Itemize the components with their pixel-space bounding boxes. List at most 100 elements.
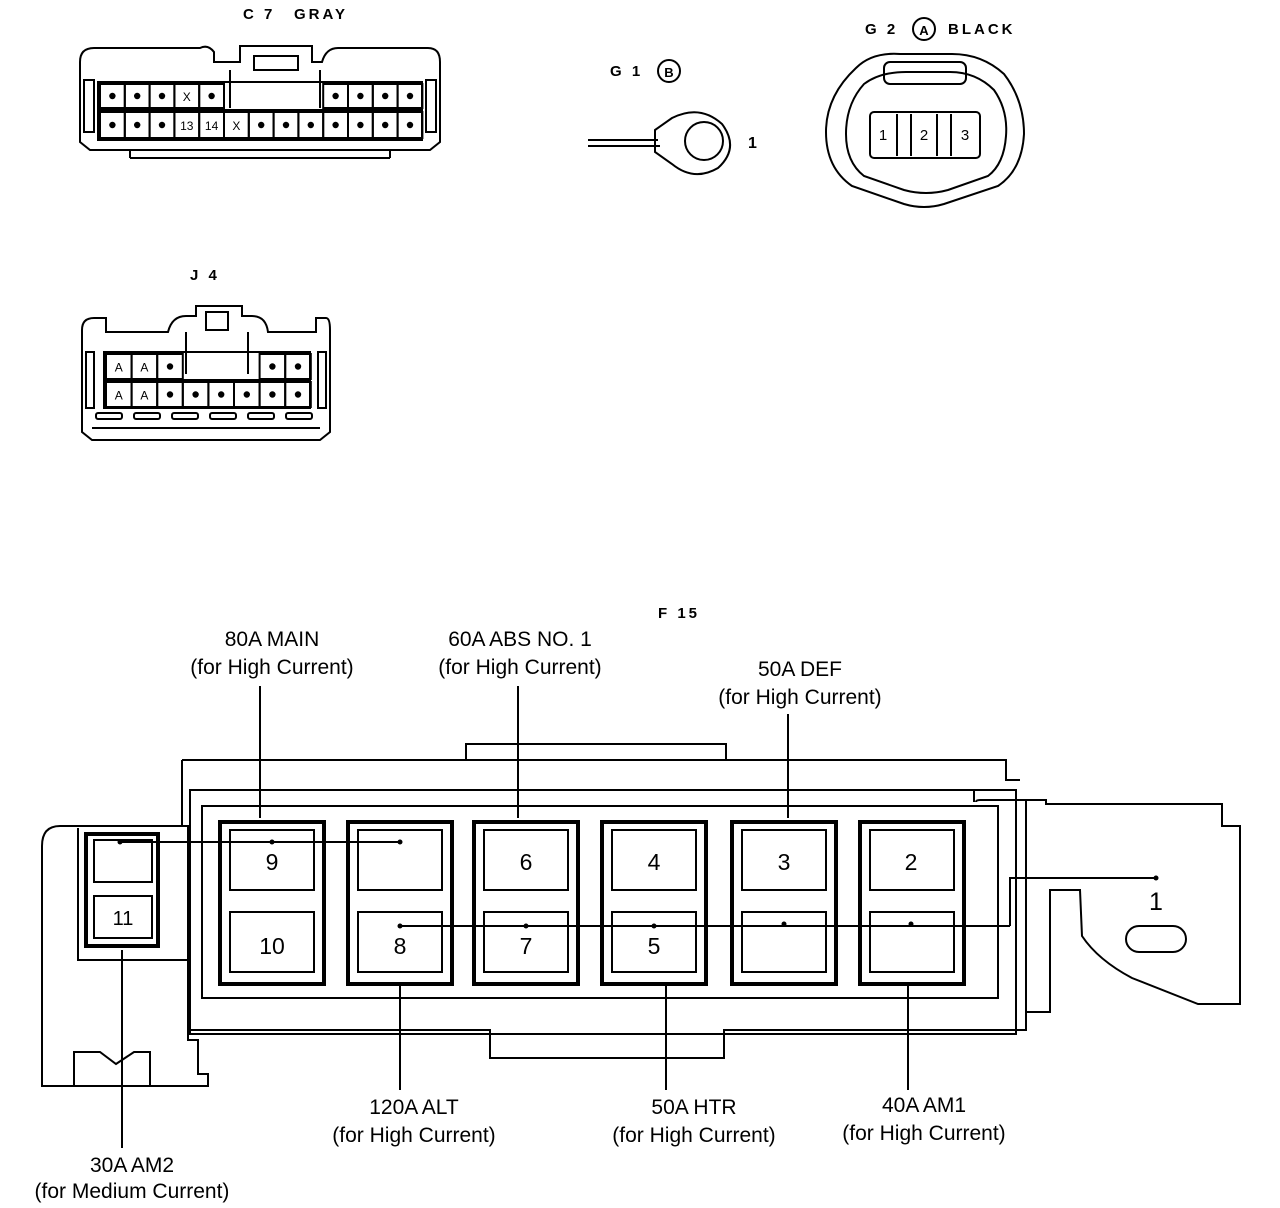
c7-row1-pin-dot-12 <box>382 92 389 100</box>
g2-sub: A <box>919 23 929 38</box>
c7-row2-pin-dot-2 <box>134 121 141 129</box>
g1-sub: B <box>664 65 673 80</box>
c7-row2-pin-label-4: 13 <box>180 119 194 133</box>
fuse-main-housing: 9 10 <box>218 820 326 986</box>
c7-row2-pin-dot-7 <box>258 121 265 129</box>
fuse-bus-lines <box>117 839 1159 929</box>
c7-row2-pin-dot-1 <box>109 121 116 129</box>
c7-row1-pin-dot-5 <box>208 92 215 100</box>
label-htr-note: (for High Current) <box>612 1124 775 1147</box>
j4-row2-pin-dot-5 <box>218 391 225 398</box>
j4-row1-pin-dot-8 <box>294 363 302 370</box>
label-am1-note: (for High Current) <box>842 1122 1005 1145</box>
g2-color: BLACK <box>948 21 1016 38</box>
fuse-slot-4-number: 4 <box>648 849 661 875</box>
j4-name: J 4 <box>190 267 220 284</box>
j4-latch-tab-2 <box>133 412 161 420</box>
fuse-slot-2-number: 2 <box>905 849 918 875</box>
j4-latch-tabs <box>95 412 313 420</box>
g2-pin-3: 3 <box>961 127 969 144</box>
c7-row1-cell-5 <box>198 83 225 109</box>
j4-row2-pin-label-2: A <box>140 389 148 403</box>
g1-pin: 1 <box>748 135 757 152</box>
fuse-slot-11-number: 11 <box>113 908 134 930</box>
j4-latch-tab-3 <box>171 412 199 420</box>
fuse-slot-8-number: 8 <box>394 933 407 959</box>
label-leader-lines <box>121 686 909 1148</box>
c7-row2-pin-dot-10 <box>332 121 339 129</box>
c7-row1-pin-dot-1 <box>109 92 116 100</box>
connector-g1: G 1 B 1 <box>588 59 757 175</box>
j4-row1-pin-dot-7 <box>269 363 276 370</box>
c7-row1-pin-dot-13 <box>406 92 414 100</box>
fuse-label-main: 80A MAIN (for High Current) <box>190 628 353 679</box>
g2-name: G 2 <box>865 21 898 38</box>
j4-row2-pin-label-1: A <box>115 389 123 403</box>
j4-row1-cell-8 <box>284 353 312 380</box>
fuse-slot-9-number: 9 <box>266 849 279 875</box>
c7-color: GRAY <box>294 6 348 23</box>
fuse-slot-7-number: 7 <box>520 933 533 959</box>
j4-latch-tab-6 <box>285 412 313 420</box>
g1-circle-marker <box>657 59 681 83</box>
c7-pin-row-1: X <box>99 83 424 109</box>
fuse-am2-housing <box>84 832 160 948</box>
j4-row2-pin-dot-4 <box>192 391 199 398</box>
fuse-htr-housing: 4 5 <box>600 820 708 986</box>
fuse-slot-1-number: 1 <box>1149 888 1163 916</box>
fuse-slot-3-number: 3 <box>778 849 791 875</box>
c7-row2-pin-dot-11 <box>357 121 364 129</box>
fuse-block-f15: F 15 1 11 9 10 8 <box>35 605 1241 1203</box>
label-main-rating: 80A MAIN <box>225 628 320 651</box>
j4-row2-pin-dot-6 <box>243 391 250 398</box>
fuse-label-htr: 50A HTR (for High Current) <box>612 1096 775 1147</box>
j4-row1-cell-3 <box>156 353 184 380</box>
label-htr-rating: 50A HTR <box>651 1096 736 1119</box>
c7-row2-pin-dot-12 <box>382 121 389 129</box>
j4-latch-tab-1 <box>95 412 123 420</box>
j4-row1-pin-label-1: A <box>115 361 123 375</box>
fuse-label-am1: 40A AM1 (for High Current) <box>842 1094 1005 1145</box>
fuse-label-alt: 120A ALT (for High Current) <box>332 1096 495 1147</box>
fuse-slot-6-number: 6 <box>520 849 533 875</box>
fuse-def-housing: 3 <box>730 820 838 986</box>
g2-pin-1: 1 <box>879 127 887 144</box>
j4-row1-pin-dot-3 <box>166 363 174 370</box>
c7-row2-pin-dot-9 <box>307 121 314 129</box>
c7-row1-pin-dot-11 <box>357 92 364 100</box>
g1-name: G 1 <box>610 63 643 80</box>
label-am1-rating: 40A AM1 <box>882 1094 966 1117</box>
j4-latch-tab-4 <box>209 412 237 420</box>
c7-row2-pin-label-6: X <box>232 119 240 133</box>
connector-g2: G 2 A BLACK 1 2 3 <box>824 17 1026 208</box>
c7-row1-pin-dot-10 <box>332 92 339 100</box>
j4-row2-cell-8 <box>284 381 312 408</box>
fuse-label-abs: 60A ABS NO. 1 (for High Current) <box>438 628 601 679</box>
c7-row2-pin-label-5: 14 <box>205 119 219 133</box>
fuse-abs-housing: 6 7 <box>472 820 580 986</box>
j4-row2-pin-dot-3 <box>166 391 174 398</box>
c7-row2-pin-dot-3 <box>158 121 166 129</box>
c7-row2-cell-13 <box>396 111 424 139</box>
c7-row2-pin-dot-13 <box>406 121 414 129</box>
c7-row1-cell-13 <box>396 83 424 109</box>
fuse-label-def: 50A DEF (for High Current) <box>718 658 881 709</box>
fuse-am1-housing: 2 <box>858 820 966 986</box>
fuse-alt-housing: 8 <box>346 820 454 986</box>
label-abs-rating: 60A ABS NO. 1 <box>448 628 592 651</box>
label-alt-note: (for High Current) <box>332 1124 495 1147</box>
c7-row1-pin-dot-2 <box>134 92 141 100</box>
label-am2-note: (for Medium Current) <box>35 1180 230 1203</box>
g2-circle-marker <box>912 17 936 41</box>
c7-row2-pin-dot-8 <box>282 121 290 129</box>
c7-pin-row-2: 13 14 X <box>99 111 424 139</box>
g2-pin-2: 2 <box>920 127 928 144</box>
fuse-slot-5-number: 5 <box>648 933 661 959</box>
c7-row1-pin-label-4: X <box>183 90 191 104</box>
label-alt-rating: 120A ALT <box>369 1096 459 1119</box>
